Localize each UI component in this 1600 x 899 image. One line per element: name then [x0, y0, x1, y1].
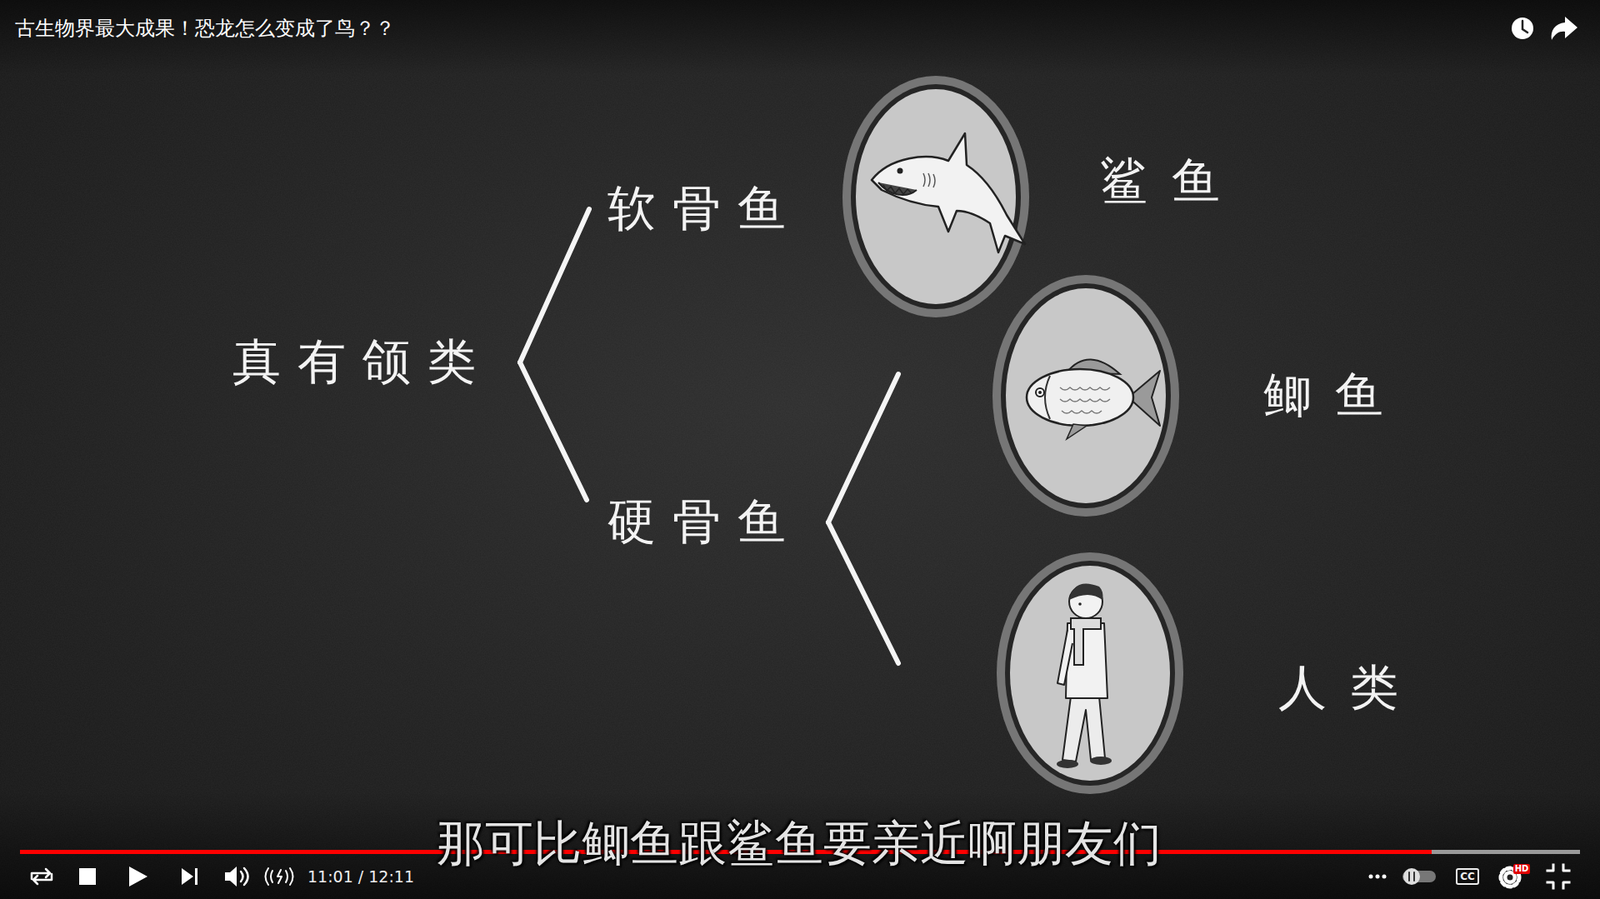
gear-hole [1507, 875, 1514, 881]
species-oval: 鲨鱼 [840, 73, 1032, 320]
video-title: 古生物界最大成果！恐龙怎么变成了鸟？？ [15, 16, 395, 41]
toggle-pause [1409, 872, 1415, 881]
top-shade [0, 0, 1600, 75]
share-icon [1551, 16, 1578, 40]
node-label: 软骨鱼 [607, 180, 803, 239]
clade-name: 硬骨鱼 [607, 493, 803, 552]
fullscreen-exit-icon [1547, 865, 1570, 889]
clock-hands [1522, 20, 1528, 33]
node-label: 人类 [1278, 659, 1422, 718]
shark-drawing [871, 133, 1025, 253]
menu-dot [1369, 875, 1374, 880]
time-display: 11:01 / 12:11 [307, 867, 415, 887]
subtitle-text: 那可比鲫鱼跟鲨鱼要亲近啊朋友们 [436, 815, 1162, 872]
hd-badge: HD [1513, 864, 1531, 875]
stop-icon [79, 868, 96, 885]
next-icon [181, 868, 194, 885]
caption-button: CC [1455, 868, 1480, 885]
node-label: 鲫鱼 [1263, 366, 1407, 425]
branch-line [828, 522, 899, 664]
top-icons [1511, 16, 1578, 40]
clade-name: 真有颌类 [232, 333, 493, 392]
live-icon [265, 868, 294, 885]
node-label: 硬骨鱼 [607, 493, 803, 552]
toggle-knob [1403, 868, 1420, 885]
species-oval: 人类 [994, 550, 1186, 797]
volume-icon [225, 866, 237, 887]
next-bar [195, 868, 198, 885]
oval-outline [840, 73, 1032, 320]
oval-frame [996, 552, 1184, 795]
menu-dot [1382, 875, 1387, 880]
clock-icon [1511, 17, 1534, 40]
play-icon [129, 866, 148, 887]
node-label: 真有颌类 [232, 333, 493, 392]
carp-drawing [1026, 359, 1160, 440]
person-drawing [1056, 583, 1112, 769]
oval-outline [994, 550, 1186, 797]
oval-frame [992, 275, 1180, 517]
branch-line [828, 374, 899, 523]
bottom-shade [0, 791, 1600, 899]
volume-waves [240, 868, 249, 885]
oval-outline [990, 272, 1182, 520]
branch-line [520, 209, 590, 363]
node-label: 鲨鱼 [1100, 152, 1244, 211]
remaining-bar [1431, 850, 1580, 855]
branch-line [520, 362, 587, 500]
repeat-icon [31, 869, 52, 885]
oval-frame [842, 75, 1030, 318]
menu-dot [1375, 875, 1380, 880]
species-oval: 鲫鱼 [990, 272, 1182, 520]
clade-name: 软骨鱼 [607, 180, 803, 239]
